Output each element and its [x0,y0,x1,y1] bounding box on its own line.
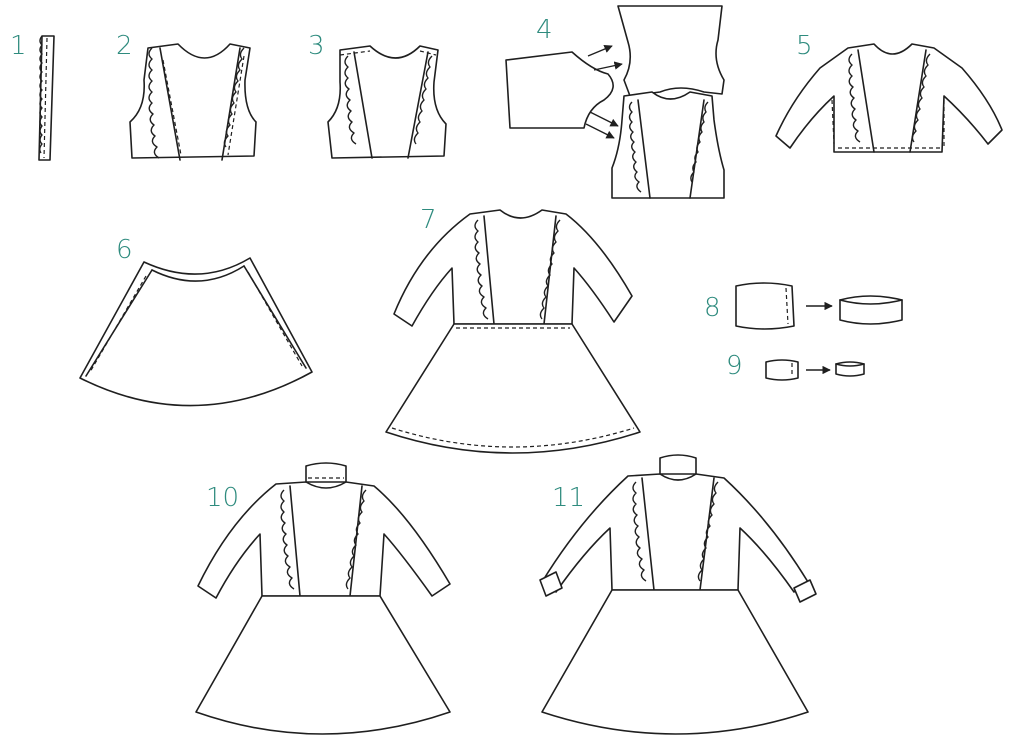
step-7-number: 7 [420,205,437,235]
step-5-bodice-sleeves: 5 [775,31,1003,153]
step-4-sleeve-attach: 4 [505,5,725,199]
step-2-number: 2 [116,31,133,61]
step-11-finished-dress: 11 [539,454,817,735]
step-3-number: 3 [308,31,325,61]
step-8-number: 8 [704,293,721,323]
front-piece [611,91,725,199]
step-5-number: 5 [796,31,813,61]
step-6-skirt: 6 [79,235,313,407]
arrow-right-icon [585,123,615,139]
arrow-right-icon [593,61,623,71]
step-7-dress-assembled: 7 [385,205,641,454]
step-2-bodice-front: 2 [116,31,257,161]
arrow-right-icon [587,45,613,57]
step-9-number: 9 [726,351,743,381]
step-6-number: 6 [116,235,133,265]
step-8-band: 8 [704,282,903,330]
step-10-number: 10 [206,483,239,513]
back-piece [617,5,725,97]
step-1-ruffle-strip: 1 [10,31,55,161]
step-3-bodice-stitched: 3 [308,31,447,159]
step-11-number: 11 [552,483,585,513]
step-4-number: 4 [536,15,553,45]
step-10-dress-collar: 10 [195,462,451,735]
sleeve-piece [505,51,614,129]
arrow-right-icon [589,111,619,127]
step-1-number: 1 [10,31,27,61]
step-9-cuff: 9 [726,351,865,381]
